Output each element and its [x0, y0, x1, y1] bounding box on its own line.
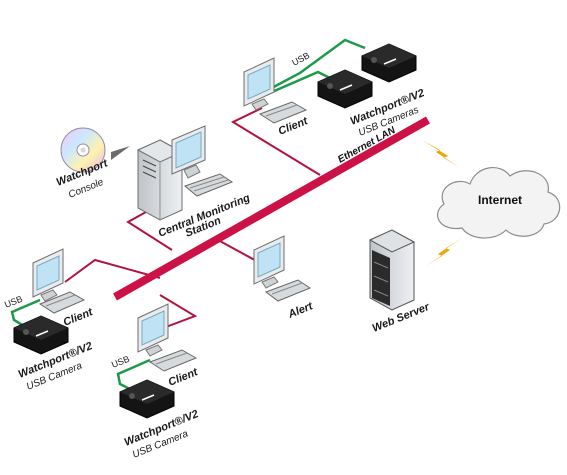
- top-camera-1-icon: [317, 69, 373, 109]
- left-usb-cable: [10, 298, 41, 328]
- central-station-monitor-icon: [171, 125, 206, 179]
- left-client-monitor-icon: [32, 248, 64, 302]
- bottom-client-label: Client: [167, 366, 201, 389]
- bottom-usb-label: USB: [110, 354, 131, 370]
- internet-cloud-icon: [437, 167, 561, 239]
- top-camera-2-icon: [361, 43, 417, 83]
- lightning-bottom-icon: [426, 238, 462, 266]
- central-station-tower-icon: [136, 139, 184, 221]
- ethernet-lan-backbone: [113, 116, 430, 301]
- internet-label: Internet: [478, 193, 522, 207]
- lightning-top-icon: [422, 140, 460, 168]
- alert-label: Alert: [286, 300, 316, 321]
- link-left-client: [64, 258, 161, 283]
- left-client-keyboard-icon: [38, 291, 86, 314]
- bottom-usb-cable: [116, 358, 151, 392]
- top-client-monitor-icon: [243, 57, 275, 111]
- bottom-client-keyboard-icon: [148, 349, 198, 372]
- web-server-icon: [368, 229, 416, 311]
- top-usb-label: USB: [290, 50, 311, 68]
- link-top-client: [230, 107, 321, 176]
- bottom-camera-icon: [119, 379, 175, 419]
- top-usb-cable-2: [271, 70, 331, 94]
- top-usb-cable: [267, 38, 366, 92]
- central-station-keyboard-icon: [183, 173, 234, 197]
- link-bottom-client: [157, 294, 198, 331]
- left-client-label: Client: [62, 306, 96, 329]
- alert-monitor-icon: [253, 235, 285, 289]
- top-client-keyboard-icon: [258, 101, 308, 124]
- cd-icon: [60, 127, 130, 173]
- left-camera-icon: [13, 315, 69, 355]
- bottom-client-monitor-icon: [137, 303, 169, 357]
- alert-keyboard-icon: [264, 279, 312, 302]
